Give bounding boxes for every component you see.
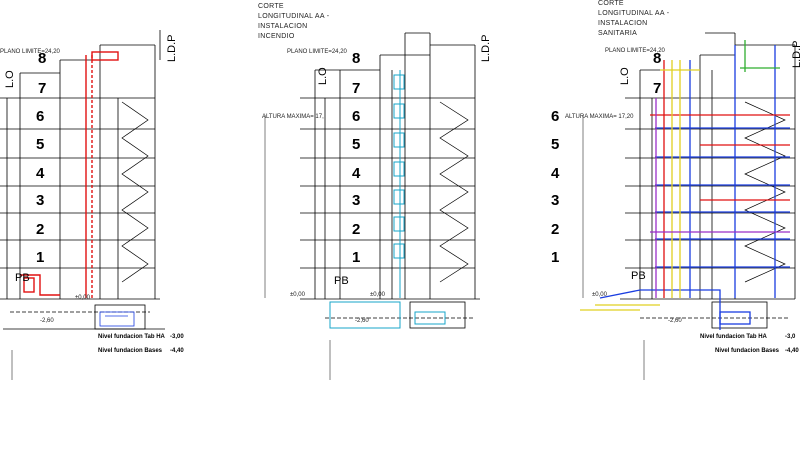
level-bases: Nivel fundacion Bases — [715, 348, 780, 354]
floor-label-6: 6 — [551, 108, 559, 125]
floor-label-3: 3 — [36, 192, 44, 209]
floor-label-5: 5 — [36, 136, 44, 153]
title-line-4: INCENDIO — [258, 33, 295, 40]
plano-limite-label: PLANO LIMITE=24,20 — [0, 49, 61, 55]
fire-system-lines — [20, 51, 119, 298]
altura-maxima-label: ALTURA MAXIMA= 17,20 — [565, 114, 634, 120]
title-line-2: LONGITUDINAL AA - — [258, 13, 330, 20]
floor-label-2: 2 — [352, 221, 360, 238]
level-bases-value: -4,40 — [170, 348, 184, 354]
title-line-1: CORTE — [258, 3, 284, 10]
title-line-4: SANITARIA — [598, 30, 637, 37]
title-line-3: INSTALACION — [598, 20, 647, 27]
zero-level-b: ±0,00 — [370, 292, 386, 298]
floor-label-1: 1 — [352, 249, 360, 266]
level-tab: Nivel fundacion Tab HA — [98, 334, 166, 340]
floor-label-2: 2 — [551, 221, 559, 238]
floor-label-3: 3 — [352, 192, 360, 209]
floor-label-pb: PB — [631, 270, 646, 282]
panel-right: CORTE LONGITUDINAL AA - INSTALACION SANI… — [551, 0, 800, 380]
lo-label: L.O — [317, 67, 329, 85]
floor-label-7: 7 — [352, 80, 360, 97]
panel-left: PLANO LIMITE=24,20 8 7 6 5 4 3 2 1 PB L.… — [0, 30, 184, 380]
floor-label-6: 6 — [352, 108, 360, 125]
zero-level-a: ±0,00 — [290, 292, 306, 298]
zero-level: ±0,00 — [75, 295, 91, 301]
dim-ground: -2,60 — [668, 318, 682, 324]
level-bases: Nivel fundacion Bases — [98, 348, 163, 354]
floor-label-7: 7 — [653, 80, 661, 97]
lo-label: L.O — [619, 67, 631, 85]
level-tab-value: -3,0 — [785, 334, 796, 340]
floor-label-3: 3 — [551, 192, 559, 209]
panel-center: CORTE LONGITUDINAL AA - INSTALACION INCE… — [258, 3, 492, 380]
title-block-sanitaria: CORTE LONGITUDINAL AA - INSTALACION SANI… — [598, 0, 670, 37]
floor-label-1: 1 — [551, 249, 559, 266]
floor-label-2: 2 — [36, 221, 44, 238]
altura-maxima-label: ALTURA MAXIMA= 17, — [262, 114, 324, 120]
title-block-incendio: CORTE LONGITUDINAL AA - INSTALACION INCE… — [258, 3, 330, 40]
level-tab-value: -3,00 — [170, 334, 184, 340]
floor-label-1: 1 — [36, 249, 44, 266]
floor-label-8: 8 — [653, 50, 661, 67]
floor-label-4: 4 — [551, 165, 560, 182]
floor-label-8: 8 — [38, 50, 46, 67]
ldp-label: L.D.P — [791, 40, 800, 68]
dim-ground: -2,60 — [40, 318, 54, 324]
floor-label-pb: PB — [15, 272, 30, 284]
floor-label-8: 8 — [352, 50, 360, 67]
ldp-label: L.D.P — [480, 34, 492, 62]
floor-label-5: 5 — [551, 136, 559, 153]
sanitary-system-lines — [580, 40, 790, 330]
title-line-2: LONGITUDINAL AA - — [598, 10, 670, 17]
floor-label-pb: PB — [334, 275, 349, 287]
title-line-1: CORTE — [598, 0, 624, 7]
title-line-3: INSTALACION — [258, 23, 307, 30]
fire-system-lines — [329, 70, 446, 329]
ldp-label: L.D.P — [166, 34, 178, 62]
floor-label-6: 6 — [36, 108, 44, 125]
plano-limite-label: PLANO LIMITE=24,20 — [287, 49, 348, 55]
plano-limite-label: PLANO LIMITE=24,20 — [605, 48, 666, 54]
level-tab: Nivel fundacion Tab HA — [700, 334, 768, 340]
floor-label-7: 7 — [38, 80, 46, 97]
zero-level: ±0,00 — [592, 292, 608, 298]
lo-label: L.O — [4, 70, 16, 88]
level-bases-value: -4,40 — [785, 348, 799, 354]
floor-label-4: 4 — [36, 165, 45, 182]
dim-ground: -2,60 — [355, 318, 369, 324]
floor-label-4: 4 — [352, 165, 361, 182]
floor-label-5: 5 — [352, 136, 360, 153]
